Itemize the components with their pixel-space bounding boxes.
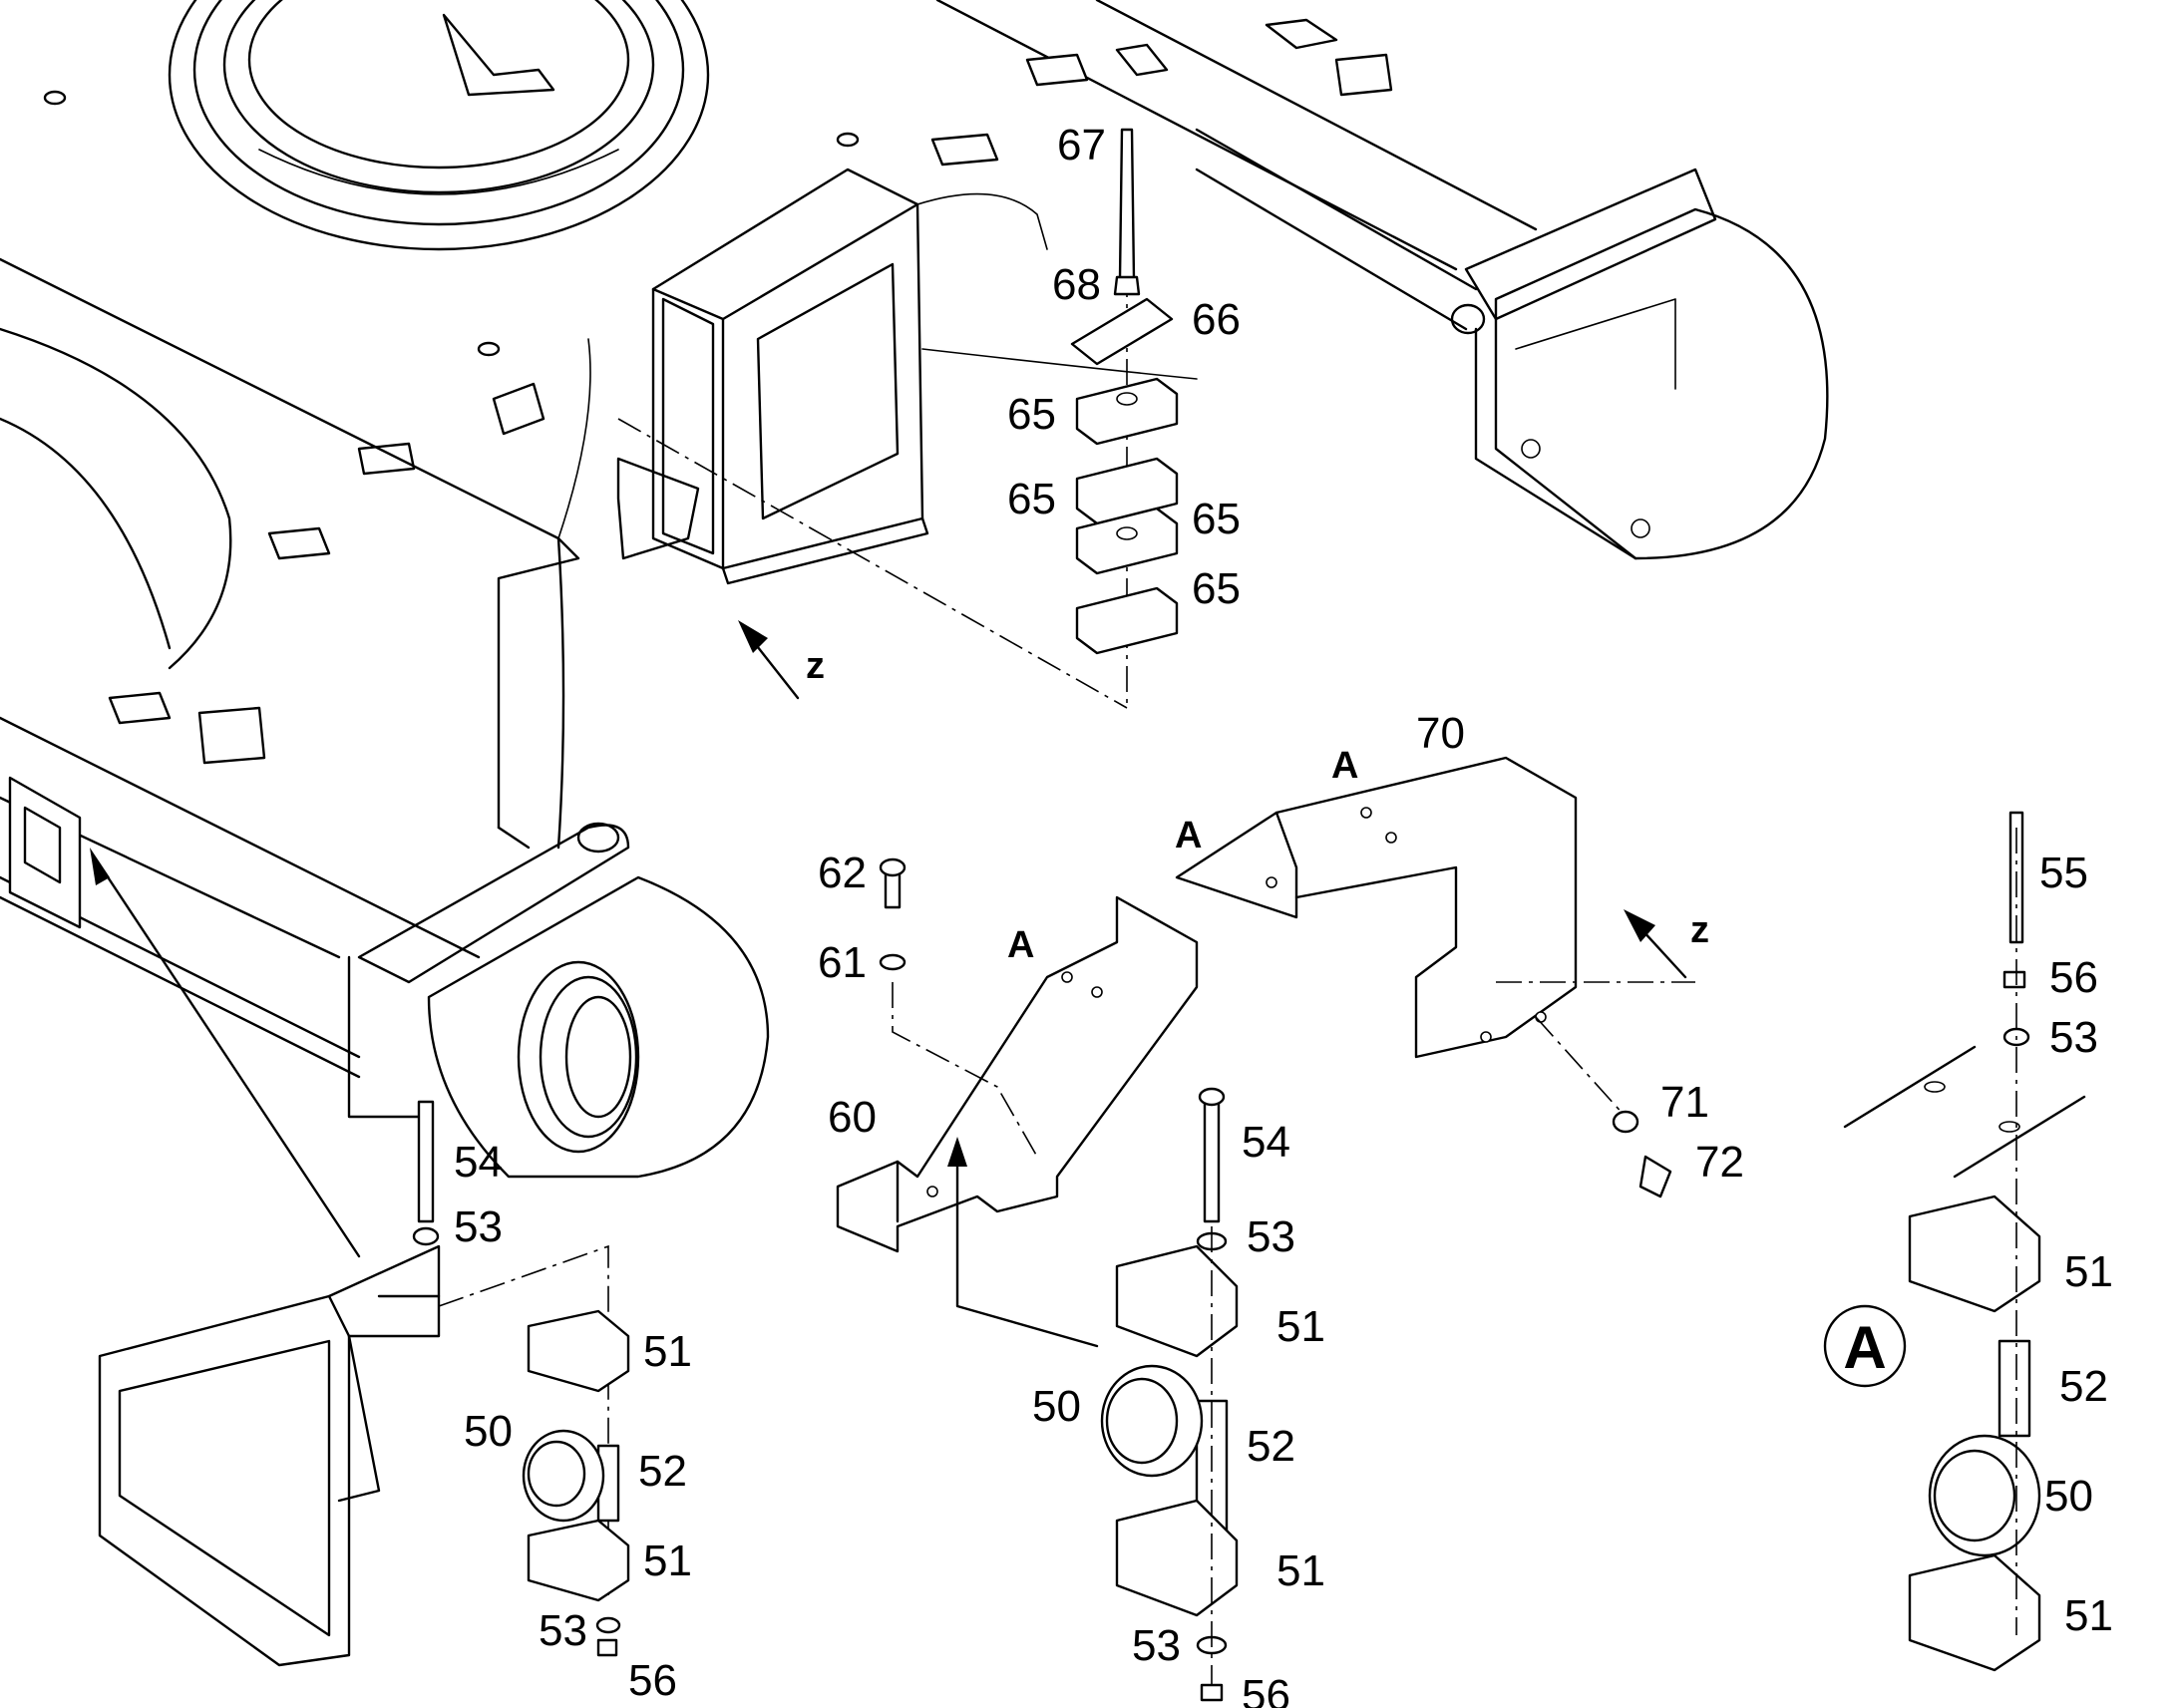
callout-65-a: 65 — [1007, 390, 1056, 439]
callout-51-right-bottom: 51 — [2064, 1591, 2113, 1640]
callout-61: 61 — [818, 938, 867, 987]
callout-50-center: 50 — [1032, 1382, 1081, 1431]
callout-56-left: 56 — [628, 1656, 677, 1705]
callout-65-b: 65 — [1007, 475, 1056, 523]
clamp-stack-upper — [1070, 128, 1179, 655]
callout-51-left-top: 51 — [643, 1327, 692, 1376]
callout-51-left-bottom: 51 — [643, 1537, 692, 1585]
lower-roller-housing — [347, 822, 770, 1179]
slewing-ring — [168, 0, 710, 251]
callout-53-right: 53 — [2049, 1013, 2098, 1062]
leader-to-side-port — [90, 848, 361, 1258]
fairlead-frame — [98, 1244, 441, 1667]
callout-56-right: 56 — [2049, 953, 2098, 1002]
view-marker-z-right: z — [1690, 909, 1709, 951]
callout-72: 72 — [1695, 1138, 1744, 1187]
bracket-70 — [1175, 756, 1578, 1059]
bolt-62-washer-61 — [879, 857, 907, 971]
callout-52-right: 52 — [2059, 1362, 2108, 1411]
centerline-bolt-72 — [1535, 1016, 1627, 1118]
callout-52-left: 52 — [638, 1447, 687, 1496]
section-mark-a-1: A — [1331, 745, 1358, 787]
bolt-72-washer-71 — [1612, 1110, 1672, 1198]
carbody-frame — [0, 257, 580, 1079]
callout-67: 67 — [1057, 121, 1106, 170]
callout-62: 62 — [818, 849, 867, 897]
callout-54-left: 54 — [454, 1138, 503, 1187]
detail-a-badge: A — [1823, 1304, 1907, 1388]
callout-52-center: 52 — [1247, 1422, 1295, 1471]
callout-51-center-bottom: 51 — [1276, 1546, 1325, 1595]
centerline-bracket-60 — [892, 982, 1038, 1158]
detail-a-view — [1843, 811, 2086, 1672]
section-mark-a-2: A — [1175, 815, 1202, 856]
callout-71: 71 — [1660, 1078, 1709, 1127]
detail-a-label: A — [1843, 1314, 1886, 1381]
callout-51-right-top: 51 — [2064, 1247, 2113, 1296]
centerline-box — [617, 418, 1128, 709]
side-port-plate — [8, 776, 82, 929]
callout-65-c: 65 — [1192, 495, 1241, 543]
callout-53-center-bottom: 53 — [1132, 1621, 1181, 1670]
clamp-stack-left — [412, 1100, 630, 1657]
control-box — [557, 168, 1198, 585]
upper-carbody-beam — [935, 0, 1829, 560]
callout-53-left-top: 53 — [454, 1202, 503, 1251]
callout-51-center-top: 51 — [1276, 1302, 1325, 1351]
view-arrow-z-right — [1624, 909, 1687, 979]
callout-50-right: 50 — [2044, 1472, 2093, 1521]
bracket-60 — [836, 895, 1199, 1253]
section-mark-a-3: A — [1007, 924, 1034, 966]
callout-53-center-top: 53 — [1247, 1212, 1295, 1261]
callout-66: 66 — [1192, 295, 1241, 344]
callout-50-left: 50 — [464, 1407, 513, 1456]
callout-53-left-bottom: 53 — [539, 1606, 587, 1655]
callout-56-center: 56 — [1242, 1671, 1290, 1708]
callout-54-center: 54 — [1242, 1118, 1290, 1167]
callout-68: 68 — [1052, 260, 1101, 309]
callout-65-d: 65 — [1192, 564, 1241, 613]
callout-60: 60 — [828, 1093, 877, 1142]
view-arrow-z-upper — [738, 620, 800, 700]
clamp-stack-center — [1100, 1087, 1239, 1702]
callout-55: 55 — [2039, 849, 2088, 897]
view-marker-z-upper: z — [806, 645, 825, 687]
mounting-pads — [43, 18, 1393, 765]
callouts: 67 68 66 65 65 65 65 z z 70 A A A 62 61 … — [454, 121, 2113, 1708]
leader-to-bracket-60 — [947, 1137, 1099, 1348]
callout-70: 70 — [1416, 709, 1465, 758]
